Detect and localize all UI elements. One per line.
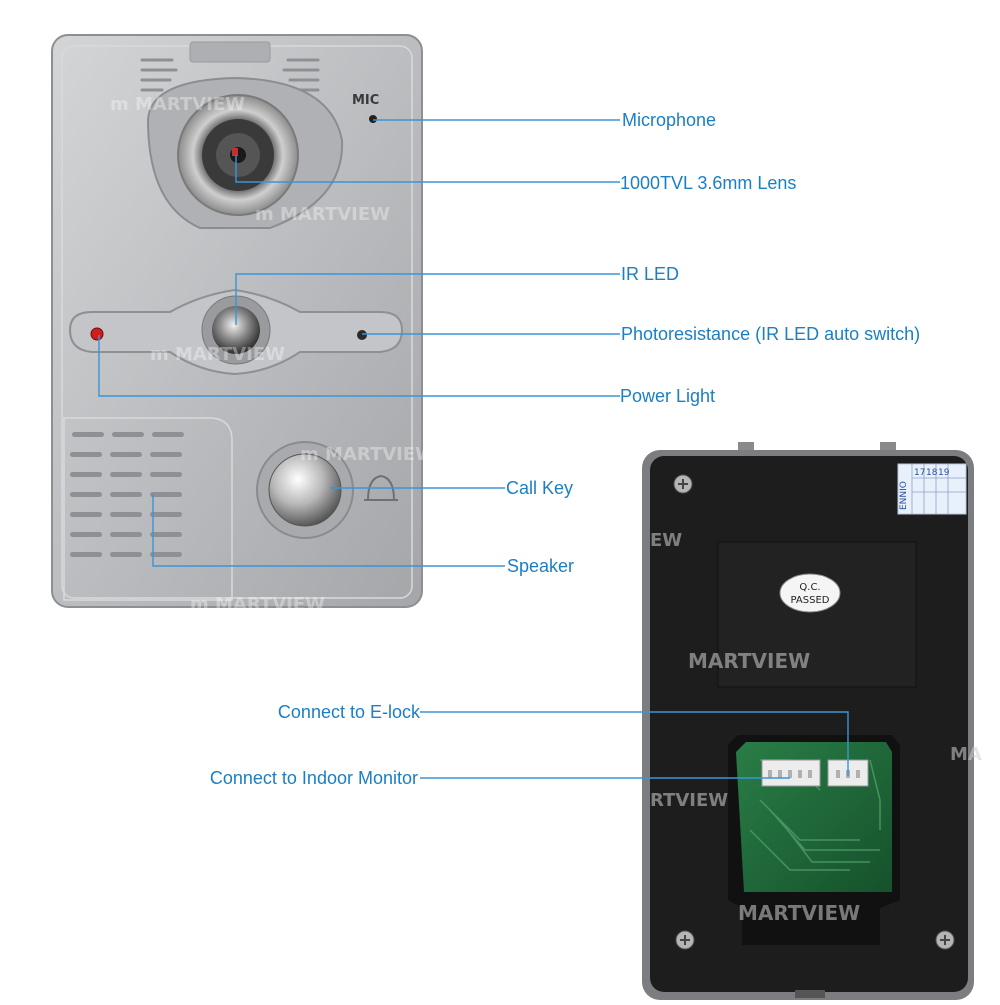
sticker-number: 17 [914, 468, 925, 478]
label-speaker: Speaker [507, 556, 575, 576]
leader-line-power-light [98, 335, 620, 397]
watermark-text: m MARTVIEW [300, 444, 435, 465]
qc-line1: Q.C. [799, 582, 820, 593]
watermark-text: MARTVIEW [738, 901, 860, 925]
watermark-text: EW [650, 530, 682, 551]
label-call-key: Call Key [506, 478, 574, 498]
mic-text: MIC [352, 93, 379, 108]
leader-lines [98, 119, 849, 779]
leader-line-ir-led [235, 273, 620, 325]
leader-line-speaker [152, 494, 505, 567]
back-panel: ENNIO 17 18 19 Q.C. PASSED [642, 442, 974, 1000]
label-ir-led: IR LED [621, 264, 680, 284]
watermark-text: m MARTVIEW [110, 94, 245, 115]
label-indoor-monitor: Connect to Indoor Monitor [209, 768, 418, 788]
leader-line-elock [420, 711, 849, 776]
leader-line-lens [235, 155, 620, 183]
sticker-number: 18 [926, 468, 938, 478]
label-microphone: Microphone [622, 110, 717, 130]
watermark-text: MARTVIEW [688, 649, 810, 673]
watermark-text: m MARTVIEW [255, 204, 390, 225]
label-power-light: Power Light [620, 386, 716, 406]
watermark-text: MA [950, 744, 982, 765]
label-lens: 1000TVL 3.6mm Lens [620, 173, 797, 193]
sticker-text: ENNIO [899, 481, 909, 510]
qc-line2: PASSED [791, 595, 830, 606]
sticker-number: 19 [938, 468, 950, 478]
front-panel [51, 34, 423, 608]
watermark-text: m MARTVIEW [150, 344, 285, 365]
watermark-text: RTVIEW [650, 790, 728, 811]
label-elock: Connect to E-lock [277, 702, 420, 722]
label-photoresistance: Photoresistance (IR LED auto switch) [621, 324, 921, 344]
watermark-text: m MARTVIEW [190, 594, 325, 615]
